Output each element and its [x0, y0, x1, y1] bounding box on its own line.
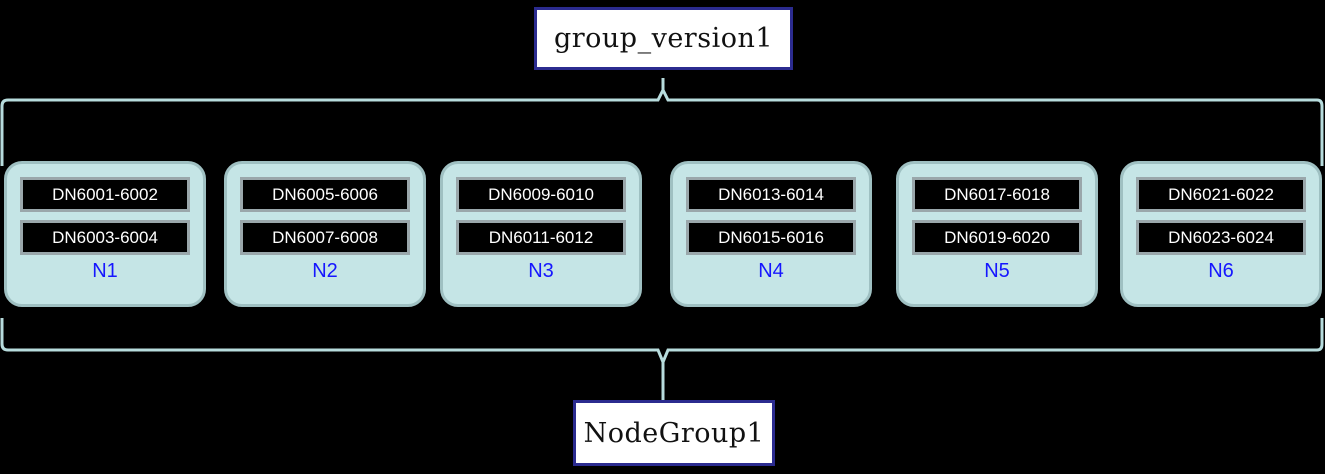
- dn-box: DN6009-6010: [456, 177, 626, 212]
- dn-box: DN6019-6020: [912, 220, 1082, 255]
- node-label: N2: [312, 260, 338, 282]
- node-n4[interactable]: DN6013-6014 DN6015-6016 N4: [670, 161, 872, 307]
- node-n6[interactable]: DN6021-6022 DN6023-6024 N6: [1120, 161, 1322, 307]
- dn-box: DN6001-6002: [20, 177, 190, 212]
- node-n2[interactable]: DN6005-6006 DN6007-6008 N2: [224, 161, 426, 307]
- node-n3[interactable]: DN6009-6010 DN6011-6012 N3: [440, 161, 642, 307]
- dn-box: DN6007-6008: [240, 220, 410, 255]
- dn-box: DN6017-6018: [912, 177, 1082, 212]
- node-label: N3: [528, 260, 554, 282]
- dn-box: DN6005-6006: [240, 177, 410, 212]
- node-label: N6: [1208, 260, 1234, 282]
- dn-box: DN6003-6004: [20, 220, 190, 255]
- dn-box: DN6013-6014: [686, 177, 856, 212]
- node-label: N1: [92, 260, 118, 282]
- dn-box: DN6015-6016: [686, 220, 856, 255]
- group-version-box[interactable]: group_version1: [534, 7, 793, 70]
- node-group-box[interactable]: NodeGroup1: [573, 400, 775, 466]
- bottom-bracket-connector: [0, 318, 1324, 400]
- node-n5[interactable]: DN6017-6018 DN6019-6020 N5: [896, 161, 1098, 307]
- node-n1[interactable]: DN6001-6002 DN6003-6004 N1: [4, 161, 206, 307]
- dn-box: DN6011-6012: [456, 220, 626, 255]
- dn-box: DN6021-6022: [1136, 177, 1306, 212]
- node-label: N5: [984, 260, 1010, 282]
- node-label: N4: [758, 260, 784, 282]
- top-bracket-connector: [0, 78, 1324, 166]
- dn-box: DN6023-6024: [1136, 220, 1306, 255]
